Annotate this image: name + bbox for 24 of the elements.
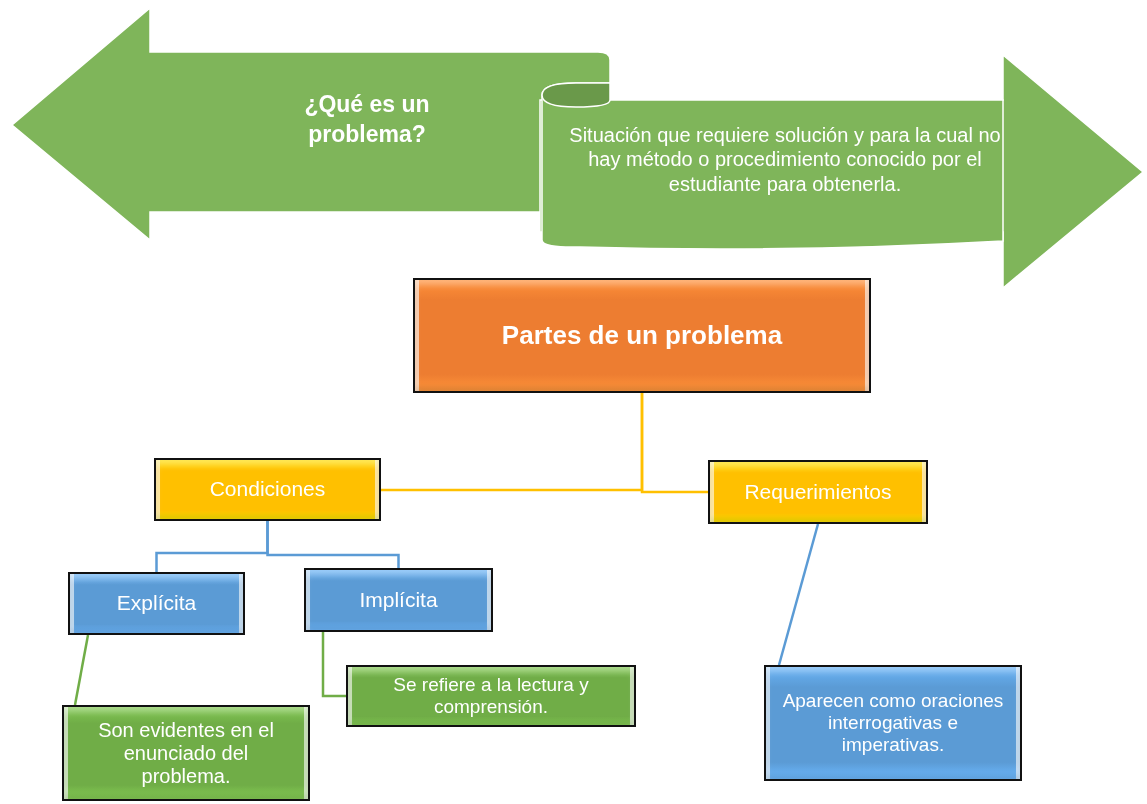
concept-box xyxy=(708,460,928,524)
box-text: Son evidentes en el enunciado del problema. xyxy=(97,718,275,788)
question-text: ¿Qué es un problema? xyxy=(303,90,431,149)
box-text: Partes de un problema xyxy=(501,320,783,351)
box-text: Se refiere a la lectura y comprensión. xyxy=(392,674,590,718)
concept-box xyxy=(68,572,245,635)
right-arrow-banner xyxy=(540,55,1144,289)
concept-box xyxy=(62,705,310,801)
connector-line xyxy=(777,523,820,666)
concept-box xyxy=(413,278,871,393)
connector-line xyxy=(640,393,708,494)
concept-box xyxy=(304,568,493,632)
box-text: Aparecen como oraciones interrogativas e imperativas. xyxy=(781,690,1005,756)
connector-line xyxy=(266,521,400,568)
connector-line xyxy=(73,634,90,706)
definition-text: Situación que requiere solución y para la cual no hay método o procedimiento conocido por el estudiante para obtenerla. xyxy=(568,123,1002,197)
concept-box xyxy=(764,665,1022,781)
box-text: Explícita xyxy=(116,591,197,616)
box-text: Implícita xyxy=(359,587,438,613)
concept-box xyxy=(346,665,636,727)
connector-line xyxy=(321,632,346,698)
concept-box xyxy=(154,458,381,521)
box-text: Requerimientos xyxy=(744,479,892,505)
box-text: Condiciones xyxy=(209,477,326,502)
